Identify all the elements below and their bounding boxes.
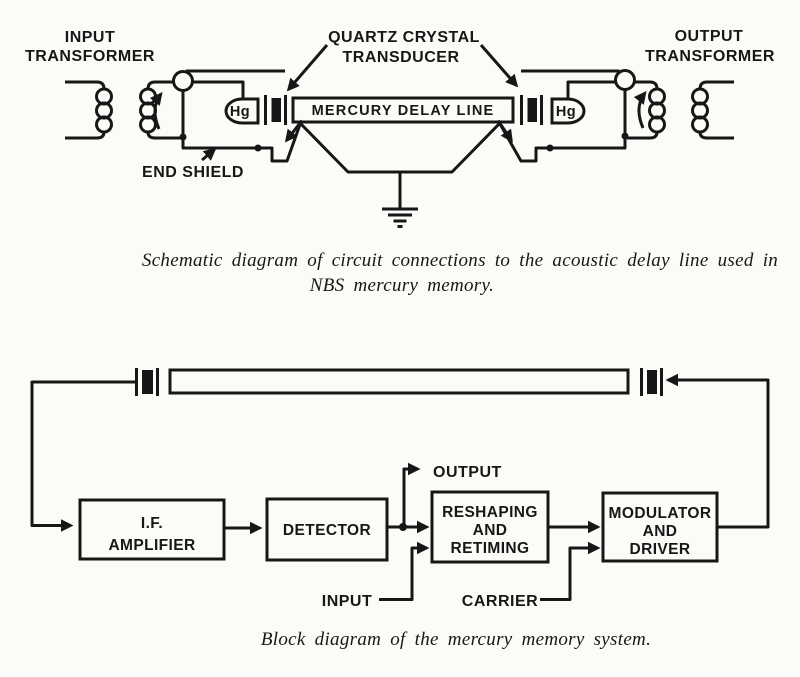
end-shield-pointer-arrow: [201, 147, 217, 162]
transducer-bar: [142, 370, 153, 394]
figure2-block-diagram: I.F. AMPLIFIER DETECTOR RESHAPING AND RE…: [30, 368, 770, 650]
output-transformer: [614, 69, 734, 140]
figure1-caption-line1: Schematic diagram of circuit connections…: [142, 250, 778, 271]
crystal-plates: [520, 95, 543, 125]
input-signal-label: INPUT: [322, 593, 373, 610]
crystal-bar: [271, 98, 281, 122]
block-box: [78, 498, 226, 561]
coil-loop: [95, 115, 113, 134]
block-label: DETECTOR: [283, 522, 371, 539]
block-label: I.F.: [141, 515, 163, 532]
crystal-bar: [527, 98, 537, 122]
input-transformer: [65, 70, 194, 140]
junction-dot: [621, 132, 629, 140]
coil-loop: [691, 115, 709, 134]
mercury-delay-line: MERCURY DELAY LINE: [291, 96, 515, 228]
carrier-wire: [540, 541, 601, 601]
coupling-arrow-right: [633, 91, 647, 129]
output-signal-label: OUTPUT: [433, 464, 502, 481]
delay-line-support: [298, 121, 502, 174]
transducer-plates: [640, 368, 663, 396]
block-label: RETIMING: [451, 540, 530, 557]
input-transformer-primary-coil: [65, 80, 113, 140]
block-box: [430, 490, 550, 564]
coupling-arrow-left: [149, 92, 163, 130]
block-label: AND: [473, 522, 508, 539]
figure1-schematic: Hg MERCURY DELAY LINE Hg: [25, 28, 778, 296]
ground-symbol: [382, 172, 418, 228]
hg-label-right: Hg: [556, 104, 576, 120]
block-box: [601, 491, 719, 563]
output-transformer-label-line2: TRANSFORMER: [645, 48, 775, 65]
figure2-caption: Block diagram of the mercury memory syst…: [261, 629, 651, 650]
junction-dot: [179, 133, 187, 141]
quartz-crystal-left: [264, 95, 287, 125]
output-transformer-secondary-coil: [691, 80, 734, 140]
coil-loop: [648, 115, 666, 134]
mercury-capsule-left: [224, 97, 260, 125]
transducer-right: [640, 368, 663, 396]
delay-line-label: MERCURY DELAY LINE: [312, 103, 495, 119]
hg-wire-left: [192, 80, 245, 99]
electrode-pointer-arrow-left: [284, 119, 304, 143]
input-transformer-secondary-coil: [139, 80, 181, 140]
figure1-annotations: INPUT TRANSFORMER QUARTZ CRYSTAL TRANSDU…: [25, 28, 775, 181]
block-modulator-driver: MODULATOR AND DRIVER: [601, 491, 719, 563]
mercury-capsule-right: [550, 97, 586, 125]
figure2-wires: [30, 373, 770, 601]
electrode-pointer-arrow-right: [496, 119, 513, 143]
input-transformer-label-line1: INPUT: [65, 29, 116, 46]
quartz-transducer-label-line1: QUARTZ CRYSTAL: [328, 29, 480, 46]
terminal-circle-right: [614, 69, 636, 91]
delay-line-tube: [168, 368, 630, 395]
end-shield-label: END SHIELD: [142, 164, 244, 181]
right-delay-line-end: Hg: [498, 69, 629, 163]
quartz-crystal-right: [520, 95, 543, 125]
junction-dot: [546, 144, 554, 152]
left-delay-line-end: Hg: [179, 69, 302, 163]
delay-line-assembly: [135, 368, 663, 396]
block-reshaping-retiming: RESHAPING AND RETIMING: [430, 490, 550, 564]
terminal-circle-left: [172, 70, 194, 92]
output-transformer-primary-coil: [627, 80, 666, 140]
block-label: RESHAPING: [442, 504, 538, 521]
quartz-pointer-arrow-left: [286, 44, 329, 92]
block-label: MODULATOR: [609, 505, 712, 522]
quartz-transducer-label-line2: TRANSDUCER: [343, 49, 460, 66]
input-wire: [379, 541, 430, 601]
input-transformer-label-line2: TRANSFORMER: [25, 48, 155, 65]
transducer-bar: [647, 370, 657, 394]
block-label: AMPLIFIER: [108, 537, 195, 554]
quartz-pointer-arrow-right: [479, 44, 519, 88]
figure1-caption-line2: NBS mercury memory.: [309, 275, 495, 296]
block-if-amplifier: I.F. AMPLIFIER: [78, 498, 226, 561]
block-label: DRIVER: [630, 541, 691, 558]
transducer-left: [135, 368, 159, 396]
output-branch-wire: [402, 462, 421, 527]
feedback-wire-left: [30, 380, 137, 532]
modulator-to-transducer-wire: [665, 373, 770, 529]
hg-wire-right: [566, 80, 616, 99]
junction-dot: [254, 144, 262, 152]
coil-loop: [139, 115, 157, 134]
delay-line-box: [291, 96, 515, 124]
hg-label-left: Hg: [230, 104, 250, 120]
block-label: AND: [643, 523, 678, 540]
block-detector: DETECTOR: [265, 497, 389, 562]
block-box: [265, 497, 389, 562]
output-transformer-label-line1: OUTPUT: [675, 28, 744, 45]
crystal-plates: [264, 95, 287, 125]
carrier-signal-label: CARRIER: [462, 593, 538, 610]
